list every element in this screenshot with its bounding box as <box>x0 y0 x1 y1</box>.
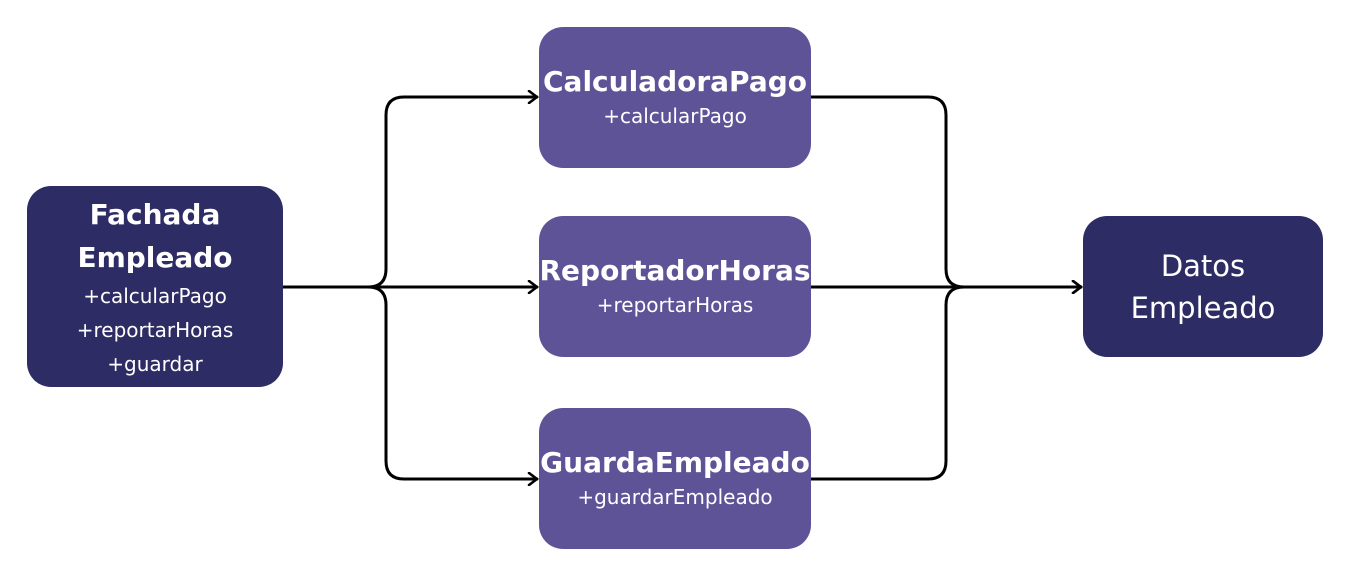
guarda-empleado-node: GuardaEmpleado +guardarEmpleado <box>539 408 811 549</box>
fachada-title-line-2: Empleado <box>77 240 233 274</box>
datos-title-line-2: Empleado <box>1130 290 1276 325</box>
calculadora-pago-node: CalculadoraPago +calcularPago <box>539 27 811 168</box>
edge-guarda-datos <box>809 285 1083 481</box>
datos-empleado-node: Datos Empleado <box>1083 216 1323 357</box>
edge-fachada-guarda <box>281 285 539 479</box>
fachada-empleado-node: Fachada Empleado +calcularPago +reportar… <box>27 186 283 387</box>
reportador-title: ReportadorHoras <box>539 253 811 287</box>
edge-fachada-calculadora <box>281 97 539 289</box>
calculadora-title: CalculadoraPago <box>543 64 807 98</box>
fachada-title-line-1: Fachada <box>89 197 221 231</box>
reportador-method: +reportarHoras <box>596 292 754 317</box>
fachada-method-reportar-horas: +reportarHoras <box>76 317 234 342</box>
calculadora-method: +calcularPago <box>603 103 747 128</box>
fachada-method-guardar: +guardar <box>107 351 203 376</box>
reportador-horas-node: ReportadorHoras +reportarHoras <box>539 216 811 357</box>
edge-calculadora-datos <box>809 95 1083 287</box>
guarda-method: +guardarEmpleado <box>577 484 773 509</box>
datos-title-line-1: Datos <box>1160 248 1246 283</box>
fachada-method-calcular-pago: +calcularPago <box>83 283 227 308</box>
guarda-title: GuardaEmpleado <box>540 445 810 479</box>
